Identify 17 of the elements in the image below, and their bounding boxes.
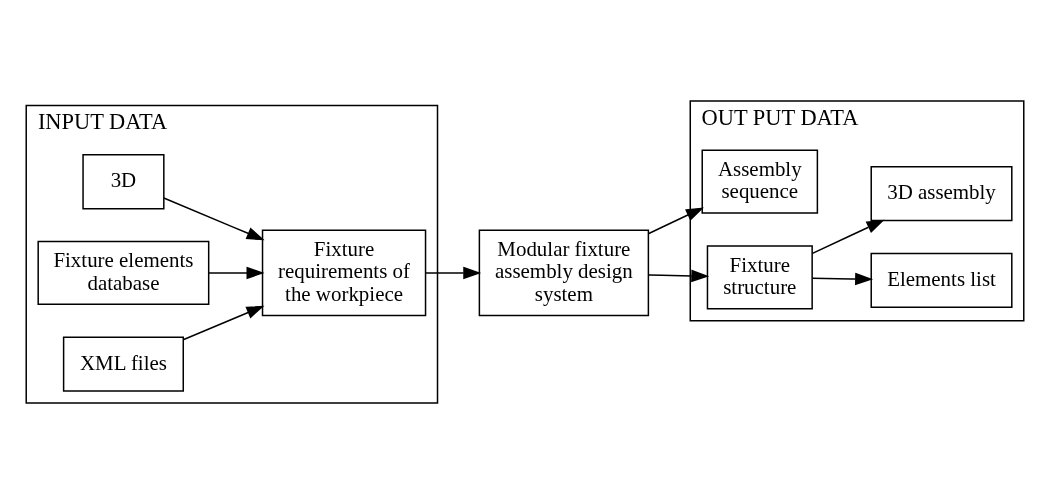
arrow [811,219,885,254]
node-box: Fixture structure [706,244,813,310]
node-box: XML files [62,336,184,392]
node-box: Fixture requirements of the workpiece [261,229,427,316]
node-box: Modular fixture assembly design system [478,229,650,316]
arrow [183,305,265,340]
arrow [648,206,704,234]
node-box: 3D assembly [870,165,1013,221]
node-box: Fixture elements database [37,240,210,305]
node-box: Elements list [870,252,1013,308]
node-box: Assembly sequence [701,149,819,214]
arrow [163,196,265,240]
arrow [424,266,482,279]
arrow [648,269,710,282]
node-box: 3D [82,153,165,209]
arrow [811,272,874,285]
arrow [208,266,265,279]
